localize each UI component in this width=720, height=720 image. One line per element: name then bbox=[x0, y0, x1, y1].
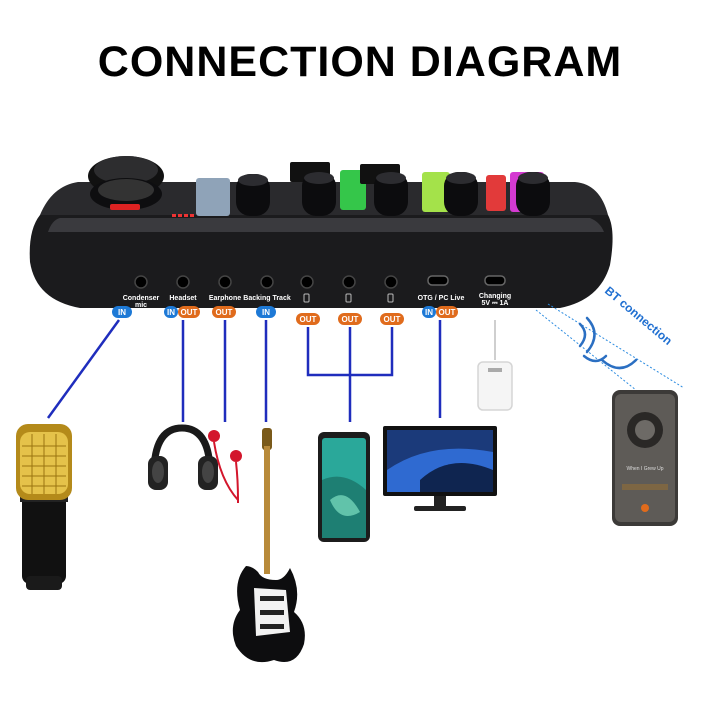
smartphone-icon bbox=[318, 432, 370, 542]
svg-text:OUT: OUT bbox=[439, 308, 456, 317]
port-backing-track[interactable] bbox=[260, 275, 274, 289]
earphones-icon bbox=[208, 430, 242, 503]
page-title: CONNECTION DIAGRAM bbox=[97, 38, 623, 86]
label-earphone: Earphone bbox=[209, 295, 241, 302]
svg-text:OUT: OUT bbox=[181, 308, 198, 317]
badge-out-headset: OUT bbox=[178, 306, 200, 318]
bt-connection-label: BT connection bbox=[602, 284, 675, 348]
label-charging-2: 5V ⎓ 1A bbox=[482, 300, 509, 307]
label-condenser-mic-1: Condenser bbox=[123, 295, 160, 302]
port-charging[interactable] bbox=[484, 275, 506, 286]
port-earphone[interactable] bbox=[218, 275, 232, 289]
bluetooth-phone-icon: When I Grew Up bbox=[612, 390, 678, 526]
wires bbox=[46, 319, 442, 422]
label-otg-pc-live: OTG / PC Live bbox=[418, 295, 465, 302]
badge-in-otg: IN bbox=[422, 306, 436, 318]
headphones-icon bbox=[148, 424, 218, 490]
badge-in-headset: IN bbox=[164, 306, 178, 318]
badge-in-backing-track: IN bbox=[256, 306, 276, 318]
svg-text:IN: IN bbox=[167, 308, 175, 317]
badge-out-phone-2: OUT bbox=[338, 313, 362, 325]
badge-out-phone-3: OUT bbox=[380, 313, 404, 325]
badge-out-otg: OUT bbox=[436, 306, 458, 318]
badge-out-phone-1: OUT bbox=[296, 313, 320, 325]
port-phone-out-2[interactable] bbox=[342, 275, 356, 303]
label-charging-1: Changing bbox=[479, 293, 511, 300]
wifi-signal-icon bbox=[578, 316, 638, 370]
badge-out-earphone: OUT bbox=[212, 306, 236, 318]
svg-text:OUT: OUT bbox=[216, 308, 233, 317]
sound-card-device bbox=[29, 156, 613, 308]
svg-text:IN: IN bbox=[425, 308, 433, 317]
label-headset: Headset bbox=[169, 295, 197, 302]
svg-text:OUT: OUT bbox=[384, 315, 401, 324]
port-otg-pc-live[interactable] bbox=[427, 275, 449, 286]
svg-text:IN: IN bbox=[262, 308, 270, 317]
phone-song-title: When I Grew Up bbox=[627, 466, 664, 472]
electric-guitar-icon bbox=[232, 428, 305, 663]
pc-monitor-icon bbox=[383, 426, 497, 511]
svg-text:OUT: OUT bbox=[342, 315, 359, 324]
label-condenser-mic-2: mic bbox=[135, 302, 147, 309]
svg-text:IN: IN bbox=[118, 308, 126, 317]
port-condenser-mic[interactable] bbox=[134, 275, 148, 289]
label-backing-track: Backing Track bbox=[243, 295, 291, 302]
usb-charger-icon bbox=[477, 361, 513, 411]
condenser-microphone-icon bbox=[16, 424, 72, 590]
port-phone-out-1[interactable] bbox=[300, 275, 314, 303]
port-phone-out-3[interactable] bbox=[384, 275, 398, 303]
port-headset[interactable] bbox=[176, 275, 190, 289]
badge-in-condenser: IN bbox=[112, 306, 132, 318]
svg-text:OUT: OUT bbox=[300, 315, 317, 324]
